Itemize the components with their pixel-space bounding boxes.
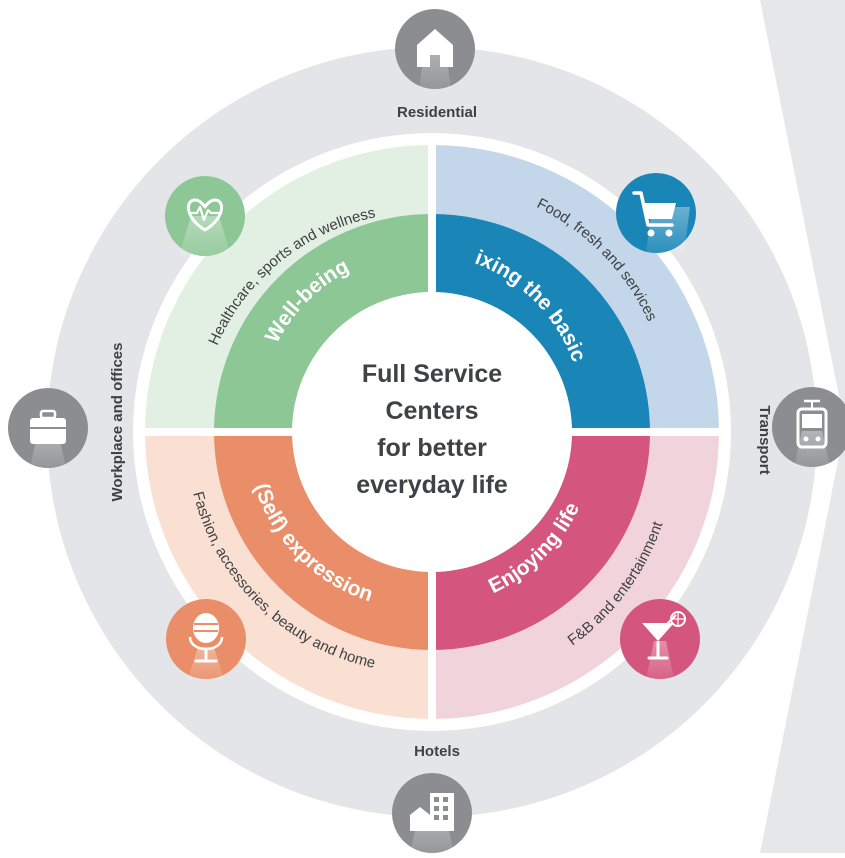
center-title-line-4: everyday life — [356, 471, 508, 499]
briefcase-icon — [8, 388, 88, 468]
location-label-transport: Transport — [756, 405, 773, 474]
center-title-line-1: Full Service — [362, 360, 502, 388]
microphone-icon — [166, 599, 246, 679]
location-label-workplace-and-offices: Workplace and offices — [109, 343, 126, 502]
center-title-line-2: Centers — [385, 397, 478, 425]
location-label-hotels: Hotels — [414, 743, 460, 760]
hotel-building-icon — [392, 773, 472, 853]
location-label-residential: Residential — [397, 104, 477, 121]
heart-monitor-icon — [165, 176, 245, 256]
tram-icon — [772, 387, 845, 467]
house-icon — [395, 9, 475, 89]
chevron-background — [760, 0, 845, 853]
center-title-line-3: for better — [377, 434, 487, 462]
cocktail-icon — [620, 599, 700, 679]
shopping-cart-icon — [616, 173, 696, 253]
center-circle — [292, 292, 572, 572]
